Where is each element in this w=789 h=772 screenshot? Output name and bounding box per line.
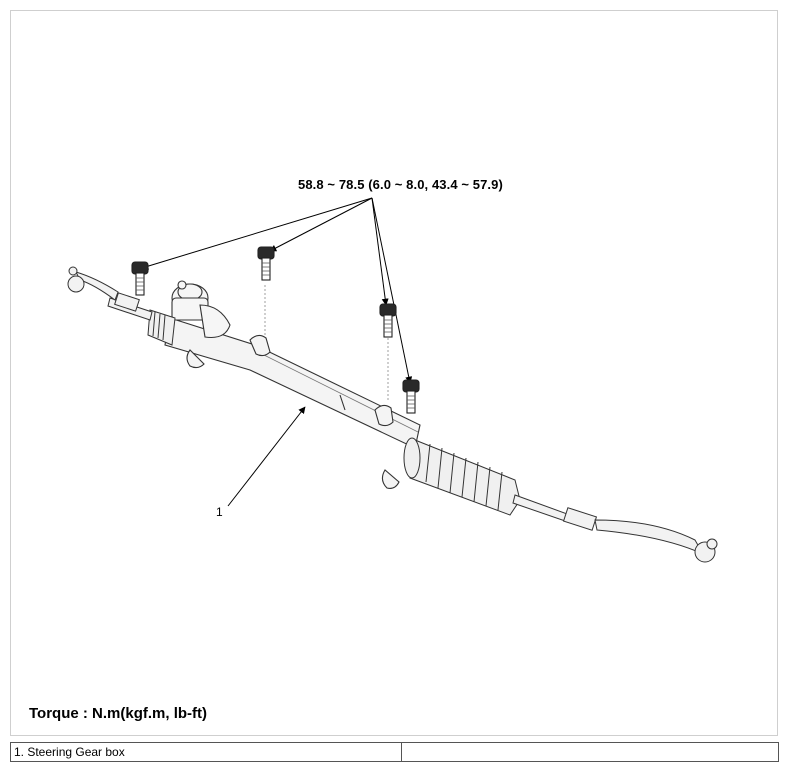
- legend-table: 1. Steering Gear box: [10, 742, 779, 762]
- mounting-bolts: [131, 246, 420, 414]
- legend-value-cell: [401, 742, 779, 762]
- legend-item-cell: 1. Steering Gear box: [10, 742, 402, 762]
- right-tie-rod: [512, 494, 718, 563]
- bolt-icon: [379, 303, 397, 338]
- torque-leader-lines: [141, 197, 413, 384]
- pinion-housing: [171, 280, 231, 339]
- left-boot: [147, 309, 176, 346]
- left-tie-rod: [67, 266, 153, 321]
- table-row: 1. Steering Gear box: [10, 742, 779, 762]
- bolt-guide-lines: [264, 285, 389, 400]
- right-boot: [403, 437, 521, 516]
- steering-gear-diagram: [67, 197, 718, 563]
- rack-housing: [164, 317, 421, 489]
- bolt-icon: [131, 261, 149, 296]
- torque-units-label: Torque : N.m(kgf.m, lb-ft): [29, 705, 208, 722]
- callout-leader: [227, 406, 306, 507]
- callout-number: 1: [216, 505, 223, 519]
- diagram-frame: [10, 10, 778, 736]
- torque-spec-label: 58.8 ~ 78.5 (6.0 ~ 8.0, 43.4 ~ 57.9): [298, 177, 503, 192]
- bolt-icon: [257, 246, 275, 281]
- bolt-icon: [402, 379, 420, 414]
